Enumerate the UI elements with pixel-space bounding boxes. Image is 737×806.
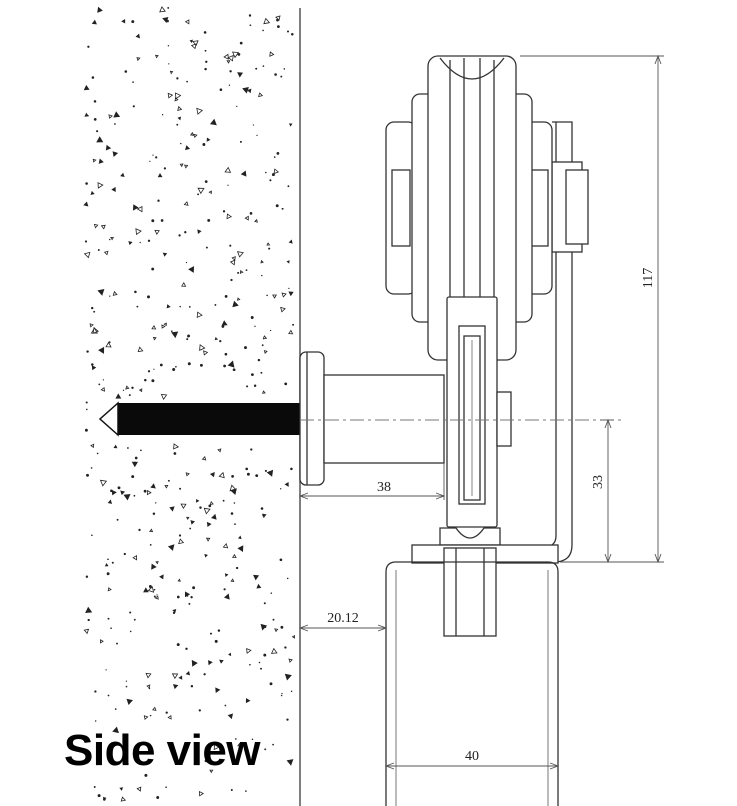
roller-wheel <box>385 55 553 361</box>
dimension-38-label: 38 <box>377 480 391 495</box>
dimension-20-12-label: 20.12 <box>327 611 359 626</box>
concrete-speckle-texture <box>83 6 296 802</box>
door-leaf <box>385 561 559 806</box>
door-clamp <box>411 527 559 637</box>
figure-caption: Side view <box>64 726 261 775</box>
anchor-bolt <box>98 401 300 437</box>
dimension-lines <box>298 54 664 770</box>
dimension-117-label: 117 <box>641 268 656 288</box>
wall-bracket-standoff <box>299 351 445 486</box>
dimension-40-label: 40 <box>465 749 479 764</box>
hanger-bracket <box>539 121 589 563</box>
hanger-plate <box>446 296 512 528</box>
dimension-33-label: 33 <box>591 475 606 489</box>
